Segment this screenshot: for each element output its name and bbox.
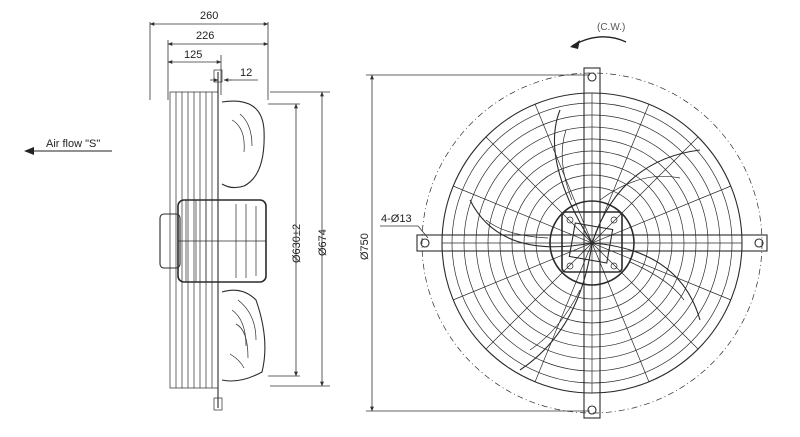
motor-hub bbox=[159, 199, 267, 283]
dim-mount-holes: 4-Ø13 bbox=[381, 213, 412, 225]
airflow-arrow bbox=[24, 147, 112, 155]
side-dimensions bbox=[149, 22, 330, 387]
airflow-label: Air flow "S" bbox=[46, 138, 100, 150]
mounting-bars bbox=[416, 67, 768, 419]
rear-guard bbox=[169, 69, 223, 411]
dim-mount-depth: 125 bbox=[184, 49, 202, 61]
rotation-label: (C.W.) bbox=[597, 22, 625, 33]
outer-diameter-circle bbox=[421, 72, 763, 414]
motor-center bbox=[549, 200, 635, 286]
dim-blade-diameter: Ø630±2 bbox=[291, 224, 303, 263]
dim-housing-diameter: Ø674 bbox=[317, 229, 329, 256]
rotation-arrow bbox=[570, 36, 627, 49]
front-dimensions bbox=[366, 74, 590, 412]
dim-guard-depth: 226 bbox=[196, 30, 214, 42]
side-view: 260 226 125 12 Ø630±2 Ø674 Air flow "S" bbox=[24, 10, 330, 411]
dim-outer-diameter: Ø750 bbox=[359, 233, 371, 260]
dim-overall-depth: 260 bbox=[200, 10, 218, 22]
front-view: (C.W.) Ø750 4-Ø13 bbox=[359, 22, 768, 419]
dim-flange: 12 bbox=[240, 67, 252, 79]
blades-side bbox=[221, 100, 266, 382]
